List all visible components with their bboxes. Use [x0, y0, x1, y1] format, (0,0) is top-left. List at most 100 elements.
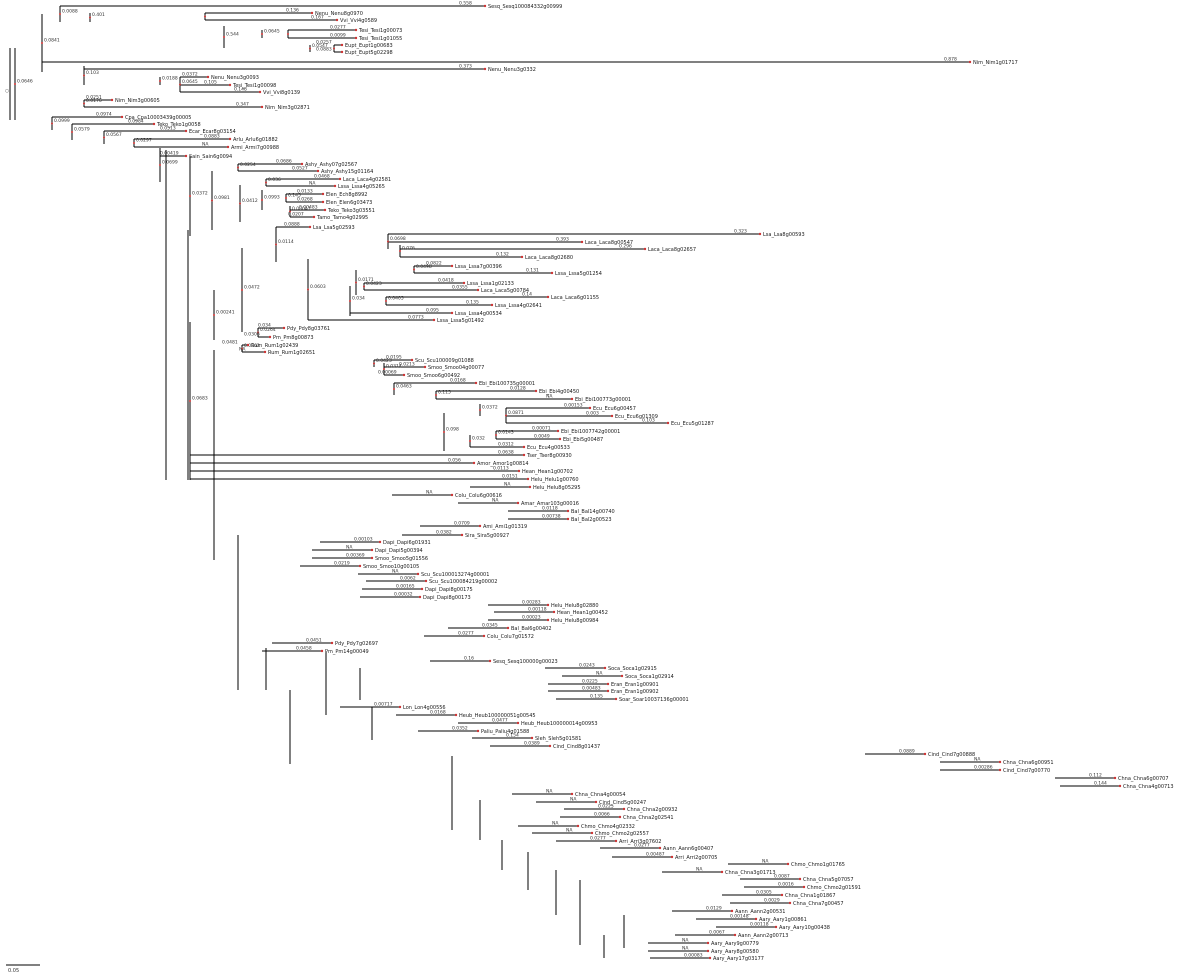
leaf-node	[454, 713, 458, 717]
leaf-label: Smoo_Smoo10g00105	[363, 564, 419, 570]
leaf-support-value: 0.0352	[452, 726, 468, 732]
leaf-label: Sleh_Sleh5g01581	[535, 736, 581, 742]
leaf-label: Vvi_Vvi4g0589	[340, 18, 377, 24]
internal-support-value: 0.0314	[386, 364, 402, 370]
leaf-support-value: 0.0477	[492, 718, 508, 724]
internal-support-value: 0.0463	[396, 384, 412, 390]
leaf-support-value: NA	[392, 569, 399, 575]
leaf-node	[263, 350, 267, 354]
leaf-label: Amor_Amor1g00814	[477, 461, 529, 467]
leaf-support-value: 0.0355	[452, 285, 468, 291]
leaf-support-value: 0.0277	[634, 843, 650, 849]
leaf-label: Dapi_Dapi5g00394	[375, 548, 423, 554]
leaf-node	[517, 469, 521, 473]
leaf-support-value: NA	[570, 797, 577, 803]
leaf-label: Ashy_Ashy15g01164	[321, 169, 373, 175]
leaf-node	[462, 281, 466, 285]
leaf-label: Teko_Teko3g03551	[327, 208, 375, 214]
leaf-support-value: 0.0118	[542, 506, 558, 512]
internal-support-value: 0.0405	[388, 296, 404, 302]
leaf-node	[450, 493, 454, 497]
leaf-label: Ecu_Ecu4g00533	[527, 445, 570, 451]
leaf-support-value: 0.347	[236, 102, 249, 108]
leaf-label: Bal_Bal6g00402	[511, 626, 552, 632]
leaf-support-value: 0.131	[526, 268, 539, 274]
internal-node	[355, 281, 357, 284]
leaf-node	[576, 824, 580, 828]
leaf-node	[606, 682, 610, 686]
leaf-label: Laca_Laca8g02657	[648, 247, 696, 253]
leaf-label: Helu_Helu1g00760	[531, 477, 579, 483]
leaf-node	[432, 318, 436, 322]
internal-node	[189, 195, 191, 197]
leaf-label: Aann_Aann2g00713	[738, 933, 788, 939]
root-label: ○	[5, 89, 9, 94]
leaf-node	[520, 255, 524, 259]
leaf-node	[312, 215, 316, 219]
leaf-support-value: 0.00069	[378, 370, 397, 376]
leaf-label: Chna_Chna2g00932	[627, 807, 678, 813]
leaf-node	[522, 453, 526, 457]
leaf-label: Smoo_Smoo6g00492	[407, 373, 460, 379]
leaf-support-value: 0.0638	[498, 450, 514, 456]
internal-support-value: 0.076	[402, 246, 415, 252]
leaf-label: Lon_Lon4g00556	[403, 705, 446, 711]
leaf-support-value: 0.136	[286, 8, 299, 14]
leaf-support-value: 0.00369	[346, 553, 365, 559]
leaf-label: Chna_Chna2g02541	[623, 815, 674, 821]
leaf-support-value: 0.00032	[394, 592, 413, 598]
leaf-node	[333, 184, 337, 188]
leaf-node	[670, 855, 674, 859]
leaf-label: Eupt_Eupt5g02298	[345, 50, 393, 56]
leaf-support-value: 0.0062	[400, 576, 416, 582]
leaf-node	[1113, 776, 1117, 780]
internal-support-value: 0.0171	[358, 277, 374, 283]
internal-support-value: 0.0579	[74, 127, 90, 133]
leaf-label: Soca_Soca1g02915	[608, 666, 657, 672]
leaf-support-value: 0.00483	[582, 686, 601, 692]
leaf-support-value: 0.0168	[430, 710, 446, 716]
leaf-node	[282, 326, 286, 330]
internal-node	[204, 15, 206, 18]
leaf-label: Smoo_Smoo04g00077	[428, 365, 484, 371]
leaf-node	[580, 240, 584, 244]
leaf-label: Eran_Eran1g00901	[611, 682, 659, 688]
internal-support-value: 0.0646	[17, 79, 33, 85]
leaf-support-value: 0.132	[496, 252, 509, 258]
leaf-label: Vvi_Vvi8g0139	[263, 90, 300, 96]
leaf-label: Chna_Chna3g01713	[725, 870, 776, 876]
internal-node	[179, 83, 181, 86]
leaf-node	[780, 893, 784, 897]
leaf-node	[416, 572, 420, 576]
leaf-label: Pdy_Pdy8g03761	[287, 326, 330, 332]
internal-node	[83, 102, 85, 105]
leaf-support-value: 0.0974	[96, 112, 112, 118]
leaf-support-value: NA	[504, 482, 511, 488]
leaf-support-value: 0.0277	[590, 836, 606, 842]
leaf-label: Lsa_Lsa8g00593	[763, 232, 805, 238]
internal-support-value: 0.0698	[390, 236, 406, 242]
leaf-support-value: 0.00738	[542, 514, 561, 520]
leaf-node	[546, 618, 550, 622]
leaf-label: Scu_Scu100009g01088	[415, 358, 474, 364]
internal-node	[373, 362, 375, 365]
leaf-support-value: 0.0087	[774, 874, 790, 880]
leaf-label: Ebi_Ebi100735g00001	[479, 381, 535, 387]
leaf-support-value: 0.0372	[182, 72, 198, 78]
leaf-node	[754, 917, 758, 921]
internal-node	[469, 440, 471, 442]
leaf-support-value: 0.034	[258, 323, 271, 329]
leaf-label: Soca_Soca1g02914	[625, 674, 674, 680]
leaf-support-value: 0.14	[522, 292, 532, 298]
leaf-support-value: 0.0389	[524, 741, 540, 747]
internal-support-value: 0.036	[268, 177, 281, 183]
leaf-support-value: 0.0822	[426, 261, 442, 267]
leaf-label: Amar_Amar103g00016	[521, 501, 579, 507]
leaf-label: Aary_Aary8g00580	[711, 949, 759, 955]
leaf-support-value: 0.558	[459, 1, 472, 7]
leaf-label: Bal_Bal14g00740	[571, 509, 615, 515]
leaf-support-value: NA	[546, 394, 553, 400]
leaf-node	[923, 752, 927, 756]
leaf-support-value: 0.095	[426, 308, 439, 314]
leaf-support-value: 0.056	[448, 458, 461, 464]
